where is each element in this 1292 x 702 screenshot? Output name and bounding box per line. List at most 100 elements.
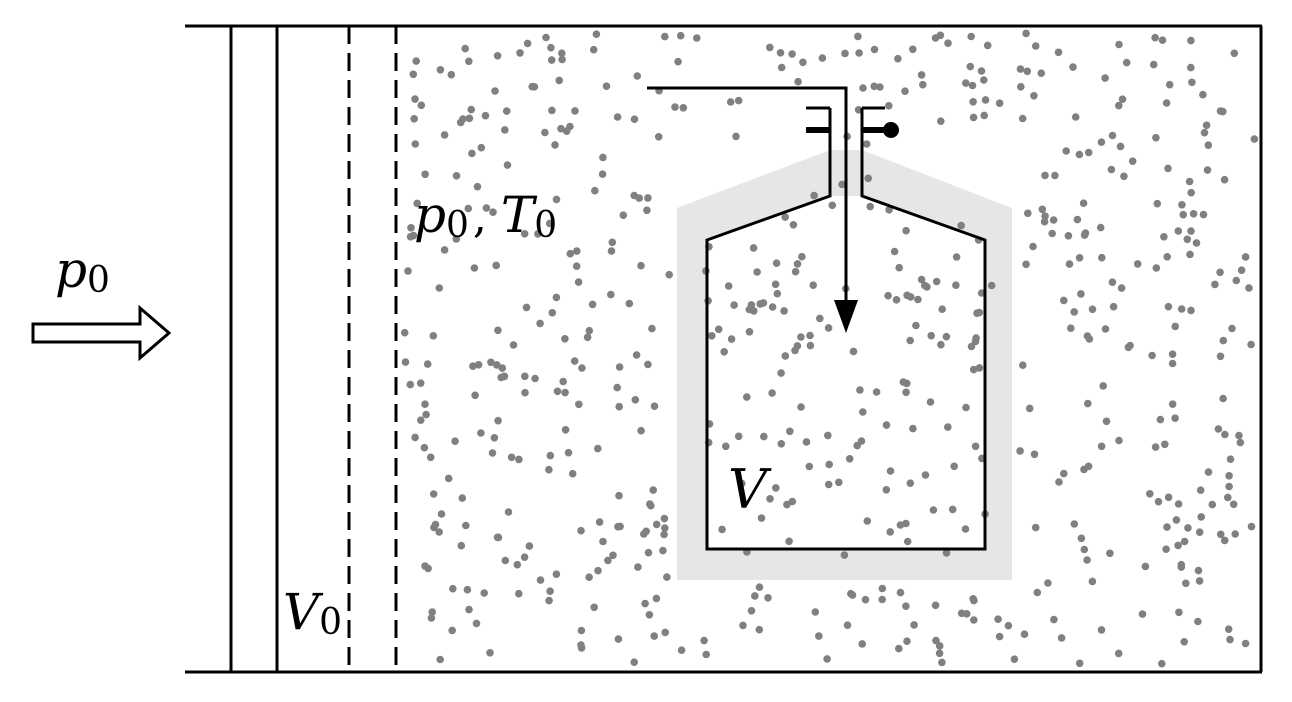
gas-particle <box>896 588 905 597</box>
gas-particle <box>637 426 645 435</box>
gas-particle <box>1060 296 1068 305</box>
gas-particle <box>1180 638 1188 646</box>
gas-particle <box>886 528 894 536</box>
gas-particle <box>870 45 879 54</box>
gas-particle <box>409 70 418 79</box>
gas-particle <box>632 351 641 359</box>
gas-particle <box>969 113 978 122</box>
gas-particle <box>435 284 444 292</box>
gas-particle <box>1048 229 1056 238</box>
gas-particle <box>937 340 945 349</box>
gas-particle <box>1079 199 1088 207</box>
gas-particle <box>835 478 843 487</box>
gas-particle <box>494 416 502 425</box>
gas-particle <box>1216 107 1225 115</box>
gas-particle <box>404 267 412 275</box>
gas-particle <box>1226 455 1235 464</box>
gas-particle <box>472 619 481 628</box>
gas-particle <box>416 379 425 388</box>
gas-particle <box>545 219 554 228</box>
gas-particle <box>980 111 988 120</box>
gas-particle <box>937 117 945 125</box>
gas-particle <box>641 599 649 608</box>
gas-particle <box>1098 253 1106 262</box>
gas-particle <box>407 224 415 232</box>
gas-particle <box>853 441 861 450</box>
gas-particle <box>552 293 561 302</box>
gas-particle <box>630 115 639 123</box>
gas-particle <box>615 491 623 500</box>
gas-particle <box>971 442 980 451</box>
gas-particle <box>929 506 938 514</box>
gas-particle <box>950 462 958 471</box>
gas-particle <box>1199 90 1207 99</box>
gas-particle <box>1101 325 1110 333</box>
gas-particle <box>501 126 509 134</box>
gas-particle <box>1164 164 1172 173</box>
gas-particle <box>598 170 607 178</box>
gas-particle <box>957 221 965 230</box>
gas-particle <box>660 530 668 539</box>
gas-particle <box>866 202 874 211</box>
gas-particle <box>931 601 940 610</box>
gas-particle <box>650 402 659 411</box>
gas-particle <box>592 30 601 38</box>
gas-particle <box>1178 201 1186 209</box>
gas-particle <box>919 80 927 89</box>
gas-particle <box>810 191 818 200</box>
gas-particle <box>1064 232 1073 240</box>
gas-particle <box>1203 166 1212 174</box>
gas-particle <box>677 646 686 654</box>
gas-particle <box>467 105 476 114</box>
gas-particle <box>1037 69 1046 77</box>
gas-particle <box>902 602 910 610</box>
gas-particle <box>983 41 992 50</box>
gas-particle <box>824 480 833 489</box>
gas-particle <box>806 331 814 340</box>
gas-particle <box>1071 113 1080 121</box>
gas-particle <box>1038 205 1047 214</box>
gas-particle <box>1192 239 1201 247</box>
gas-particle <box>840 551 849 559</box>
gas-particle <box>1115 101 1123 110</box>
gas-particle <box>760 432 768 441</box>
gas-particle <box>909 424 917 433</box>
gas-particle <box>1165 80 1174 89</box>
gas-particle <box>1224 625 1233 633</box>
gas-particle <box>474 361 483 369</box>
gas-particle <box>1172 516 1181 524</box>
gas-particle <box>771 280 780 289</box>
gas-particle <box>1195 528 1204 536</box>
gas-particle <box>1247 340 1255 349</box>
gas-particle <box>1245 284 1253 292</box>
gas-particle <box>1229 500 1238 509</box>
gas-particle <box>855 49 863 57</box>
gas-particle <box>1033 588 1042 597</box>
gas-particle <box>1065 260 1074 268</box>
gas-particle <box>583 333 592 342</box>
outside-pressure-label: p0 <box>55 241 110 301</box>
gas-particle <box>1022 260 1030 269</box>
gas-particle <box>1004 621 1013 630</box>
gas-particle <box>493 361 501 369</box>
gas-particle <box>864 174 872 183</box>
gas-particle <box>1187 36 1195 45</box>
gas-particle <box>619 211 628 219</box>
gas-particle <box>1031 523 1040 532</box>
gas-particle <box>966 62 975 71</box>
gas-particle <box>469 362 477 371</box>
gas-particle <box>977 67 986 75</box>
gas-particle <box>558 49 566 57</box>
gas-particle <box>1019 361 1027 370</box>
gas-particle <box>856 386 864 394</box>
gas-particle <box>546 587 554 595</box>
gas-particle <box>783 500 791 509</box>
gas-particle <box>1216 268 1224 277</box>
gas-particle <box>1102 417 1111 426</box>
gas-particle <box>845 455 854 463</box>
gas-particle <box>1164 302 1173 311</box>
gas-particle <box>824 324 833 332</box>
gas-particle <box>1041 171 1049 180</box>
gas-particle <box>932 277 941 286</box>
gas-particle <box>858 640 866 648</box>
